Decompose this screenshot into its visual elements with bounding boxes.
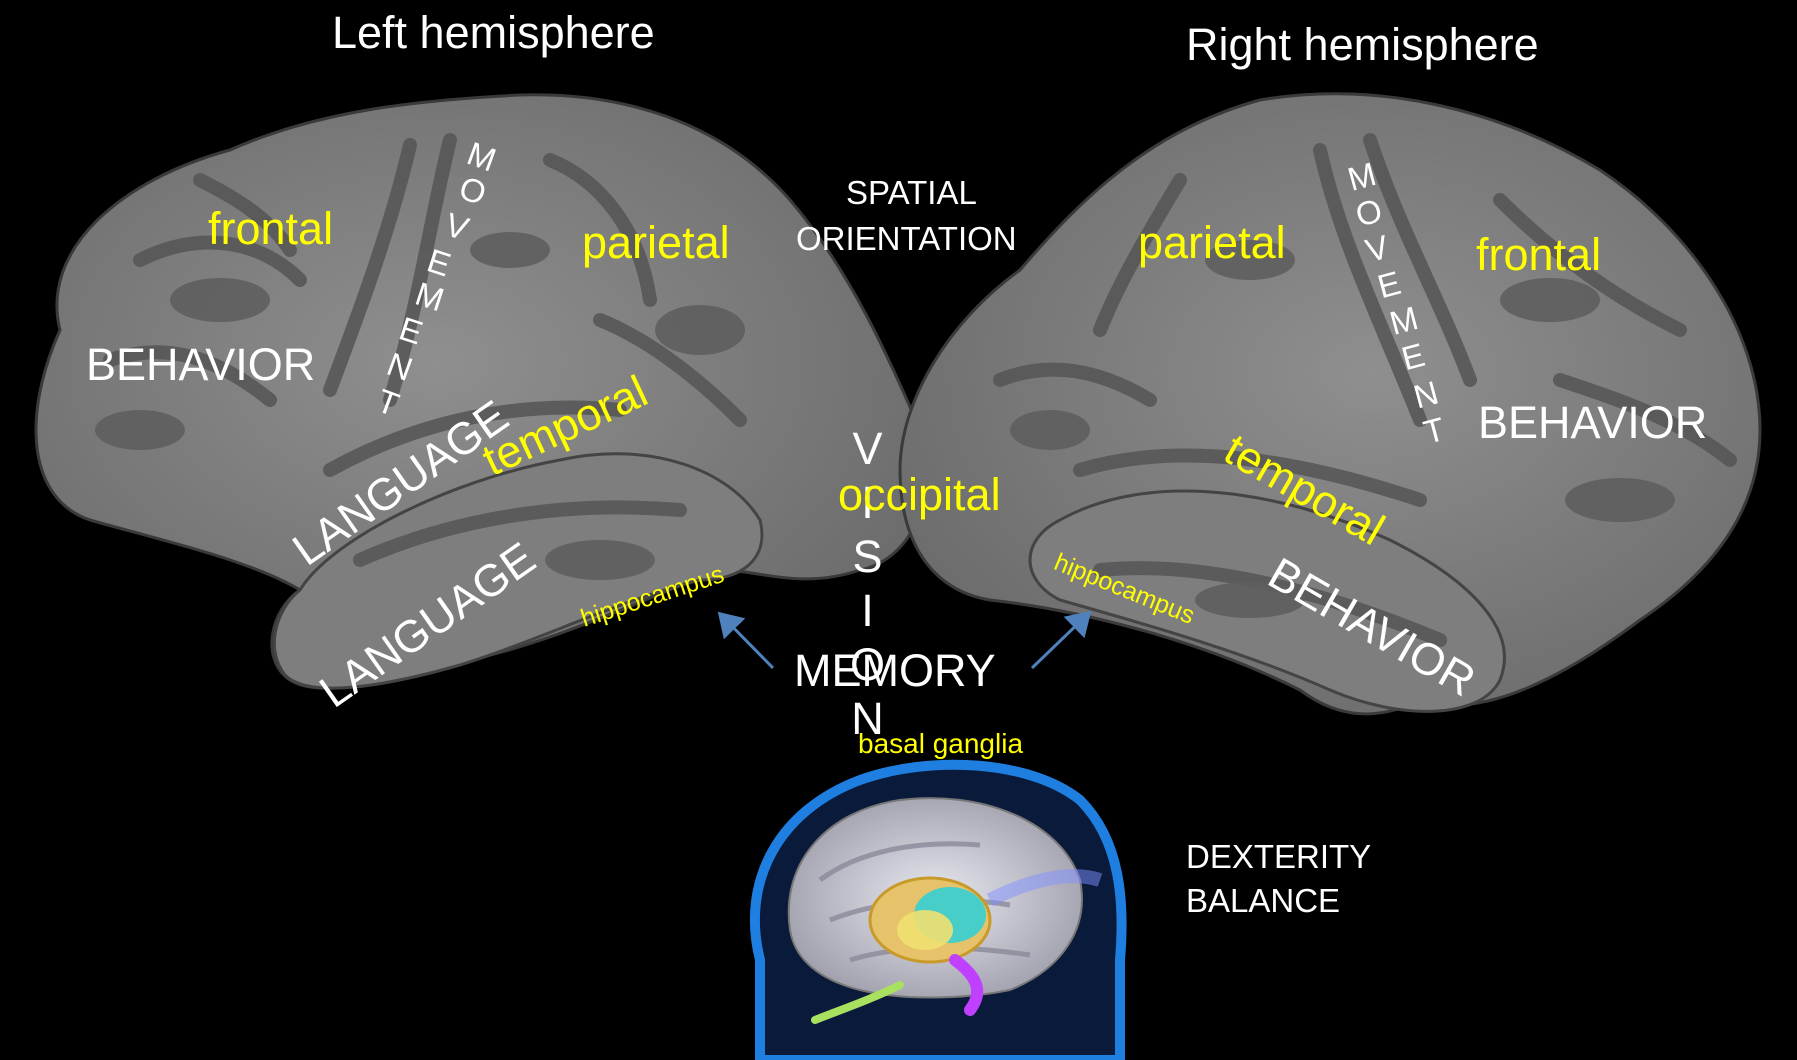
right-hemisphere-title: Right hemisphere — [1186, 22, 1539, 67]
occipital-label: occipital — [838, 472, 1001, 517]
vision-letter: I — [861, 588, 874, 642]
left-frontal-label: frontal — [208, 206, 333, 251]
memory-label: MEMORY — [794, 648, 996, 693]
right-frontal-label: frontal — [1476, 232, 1601, 277]
dexterity-label: DEXTERITY — [1186, 840, 1371, 873]
left-parietal-label: parietal — [582, 220, 730, 265]
left-behavior-label: BEHAVIOR — [86, 342, 315, 387]
spatial-label: SPATIAL — [846, 176, 977, 209]
basal-ganglia-label: basal ganglia — [858, 730, 1023, 758]
memory-arrow-left — [722, 616, 773, 668]
memory-arrow-right — [1032, 615, 1087, 668]
right-behavior-upper-label: BEHAVIOR — [1478, 400, 1707, 445]
orientation-label: ORIENTATION — [796, 222, 1017, 255]
right-parietal-label: parietal — [1138, 220, 1286, 265]
basal-ganglia-illustration — [755, 765, 1122, 1060]
left-hemisphere-title: Left hemisphere — [332, 10, 655, 55]
vision-letter: S — [853, 534, 883, 588]
balance-label: BALANCE — [1186, 884, 1340, 917]
